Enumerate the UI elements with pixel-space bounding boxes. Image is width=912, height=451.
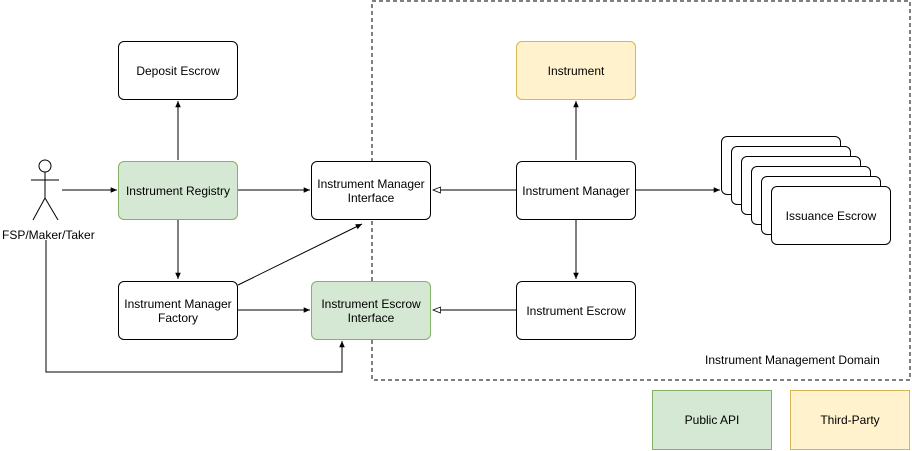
instrument-escrow-interface-node: Instrument Escrow Interface <box>311 281 431 340</box>
instrument-escrow-node: Instrument Escrow <box>516 281 636 340</box>
deposit-escrow-node: Deposit Escrow <box>118 41 238 100</box>
issuance-escrow-node: Issuance Escrow <box>771 186 891 245</box>
domain-label: Instrument Management Domain <box>705 353 880 367</box>
actor-label: FSP/Maker/Taker <box>2 228 95 242</box>
instrument-manager-factory-node: Instrument Manager Factory <box>118 281 238 340</box>
edge-factory-manager-interface <box>237 223 363 286</box>
legend-third-party: Third-Party <box>790 390 910 450</box>
instrument-node: Instrument <box>516 41 636 100</box>
instrument-manager-node: Instrument Manager <box>516 161 636 220</box>
domain-boundary <box>371 0 911 381</box>
edge-actor-escrow-interface <box>45 240 345 373</box>
legend-public-api: Public API <box>652 390 772 450</box>
instrument-registry-node: Instrument Registry <box>118 161 238 220</box>
actor-icon <box>31 159 59 221</box>
instrument-manager-interface-node: Instrument Manager Interface <box>311 161 431 220</box>
